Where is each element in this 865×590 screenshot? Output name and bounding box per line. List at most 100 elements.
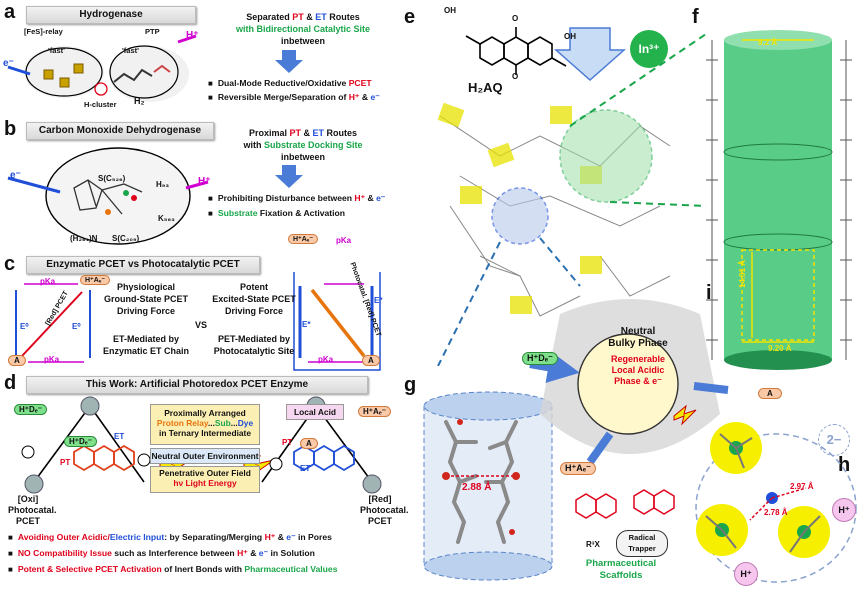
c-right-estar-a: E*	[302, 320, 310, 329]
d-oxi-label: [Oxi] Photocatal. PCET	[8, 494, 48, 527]
radical-line-1: Radical	[617, 532, 667, 543]
codh-illustration	[6, 138, 212, 250]
a-bullet-1: Dual-Mode Reductive/Oxidative PCET	[208, 78, 372, 89]
panel-letter-g: g	[404, 374, 416, 397]
panel-letter-e: e	[404, 6, 415, 29]
c-left-e0-b: E⁰	[72, 322, 81, 331]
d-bullet-3: Potent & Selective PCET Activation of In…	[8, 564, 338, 575]
proton-badge-bottom: H⁺	[734, 562, 758, 586]
fast-label-2: 'fast'	[122, 46, 139, 55]
c-left-line-2: Ground-State PCET	[96, 294, 196, 305]
ligand-label: H₂AQ	[468, 80, 503, 95]
d-et-label-right: ET	[300, 464, 310, 473]
s-c209-label: S(C₂₀₉)	[112, 234, 139, 243]
pharma-line-1: Pharmaceutical	[566, 558, 676, 569]
f-dist-top: 9.2 Å	[758, 38, 777, 47]
b-electron-label: e⁻	[10, 170, 21, 181]
i-hde-node: H⁺Dₑ⁻	[522, 352, 558, 365]
acid-phase-line-2: Local Acidic	[584, 365, 692, 376]
a-proton-label: H⁺	[186, 30, 199, 41]
c-vs-label: VS	[186, 320, 216, 331]
h-cluster-label: H-cluster	[84, 100, 117, 109]
h-distance-2: 2.78 Å	[764, 508, 788, 517]
d-hde-node-mid: H⁺Dₑ⁻	[64, 436, 97, 447]
h261-label: (H₂₆₁)N	[70, 234, 97, 243]
ptp-label: PTP	[145, 27, 160, 36]
d-et-label-left: ET	[114, 432, 124, 441]
c-right-line-1: Potent	[206, 282, 302, 293]
c-left-a-node: A	[8, 355, 26, 366]
fes-relay-label: [FeS]-relay	[24, 27, 63, 36]
a-electron-label: e⁻	[3, 58, 14, 69]
radical-trapper-badge: Radical Trapper	[616, 530, 668, 557]
b-proton-label: H⁺	[198, 176, 211, 187]
e-o-top: O	[512, 14, 518, 23]
r3x-label: R³X	[586, 540, 600, 549]
c-right-ha-node: H⁺Aₑ⁻	[288, 234, 318, 244]
c-right-pka-top: pKa	[336, 236, 351, 245]
c-left-pka-top: pKa	[40, 277, 55, 286]
acid-phase-line-3: Phase & e⁻	[584, 376, 692, 387]
h2-label: H₂	[134, 96, 145, 106]
a-down-arrow	[274, 50, 304, 74]
d-bullet-1: Avoiding Outer Acidic/Electric Input: by…	[8, 532, 332, 543]
i-hae-node: H⁺Aₑ⁻	[560, 462, 596, 475]
e-oh-left: OH	[444, 6, 456, 15]
pharma-line-2: Scaffolds	[566, 570, 676, 581]
b-heading-1: Proximal PT & ET Routes	[208, 128, 398, 139]
g-distance: 2.88 Å	[462, 482, 491, 493]
c-right-pka-bottom: pKa	[318, 355, 333, 364]
i-a-node: A	[758, 388, 782, 399]
cluster-charge: 2−	[818, 424, 850, 456]
s-c526-label: S(C₅₂₆)	[98, 174, 125, 183]
a-heading-3: inbetween	[208, 36, 398, 47]
d-pt-label-left: PT	[60, 458, 70, 467]
c-right-a-node: A	[362, 355, 380, 366]
d-bullet-2: NO Compatibility Issue such as Interfere…	[8, 548, 315, 559]
field-line-2: hν Light Energy	[151, 478, 259, 488]
c-right-line-4: PET-Mediated by	[206, 334, 302, 345]
d-red-label: [Red] Photocatal. PCET	[360, 494, 400, 527]
proton-badge-right: H⁺	[832, 498, 856, 522]
a-bullet-2: Reversible Merge/Separation of H⁺ & e⁻	[208, 92, 380, 103]
proximal-line-3: in Ternary Intermediate	[151, 428, 259, 438]
c-left-line-3: Driving Force	[96, 306, 196, 317]
proximal-line-2: Proton Relay...Sub...Dye	[151, 418, 259, 428]
acid-phase-line-1: Regenerable	[584, 354, 692, 365]
c-left-pka-bottom: pKa	[44, 355, 59, 364]
a-heading-1: Separated PT & ET Routes	[208, 12, 398, 23]
c-right-line-3: Driving Force	[206, 306, 302, 317]
c-right-line-5: Photocatalytic Site	[206, 346, 302, 357]
e-o-bottom: O	[512, 72, 518, 81]
c-left-e0-a: E⁰	[20, 322, 29, 331]
panel-letter-i: i	[706, 282, 712, 305]
neutral-phase-line-2: Bulky Phase	[590, 338, 686, 349]
a-heading-2: with Bidirectional Catalytic Site	[208, 24, 398, 35]
c-left-line-5: Enzymatic ET Chain	[96, 346, 196, 357]
outer-field-box: Penetrative Outer Field hν Light Energy	[150, 466, 260, 493]
b-down-arrow	[274, 165, 304, 189]
h-distance-1: 2.97 Å	[790, 482, 814, 491]
d-hae-node-right: H⁺Aₑ⁻	[358, 406, 391, 417]
indium-ion-badge: In³⁺	[630, 30, 668, 68]
proximal-arrangement-box: Proximally Arranged Proton Relay...Sub..…	[150, 404, 260, 445]
radical-line-2: Trapper	[617, 543, 667, 554]
proximal-line-1: Proximally Arranged	[151, 408, 259, 418]
b-heading-3: inbetween	[208, 152, 398, 163]
b-bullet-2: Substrate Fixation & Activation	[208, 208, 345, 219]
fast-label-1: 'fast'	[48, 46, 65, 55]
c-right-estar-b: E*	[374, 296, 382, 305]
b-heading-2: with Substrate Docking Site	[208, 140, 398, 151]
f-dist-vertical: 14.91 Å	[738, 260, 747, 288]
d-pt-label-right: PT	[282, 438, 292, 447]
k563-label: K₅₆₃	[158, 214, 175, 223]
f-dist-bottom: 9.20 Å	[768, 344, 792, 353]
panel-letter-a: a	[4, 1, 15, 24]
panel-letter-f: f	[692, 6, 699, 29]
b-bullet-1: Prohibiting Disturbance between H⁺ & e⁻	[208, 193, 385, 204]
c-left-line-4: ET-Mediated by	[96, 334, 196, 345]
e-oh-right: OH	[564, 32, 576, 41]
d-a-node: A	[300, 438, 318, 449]
neutral-environment-box: Neutral Outer Environment	[150, 448, 260, 464]
c-right-line-2: Excited-State PCET	[206, 294, 302, 305]
